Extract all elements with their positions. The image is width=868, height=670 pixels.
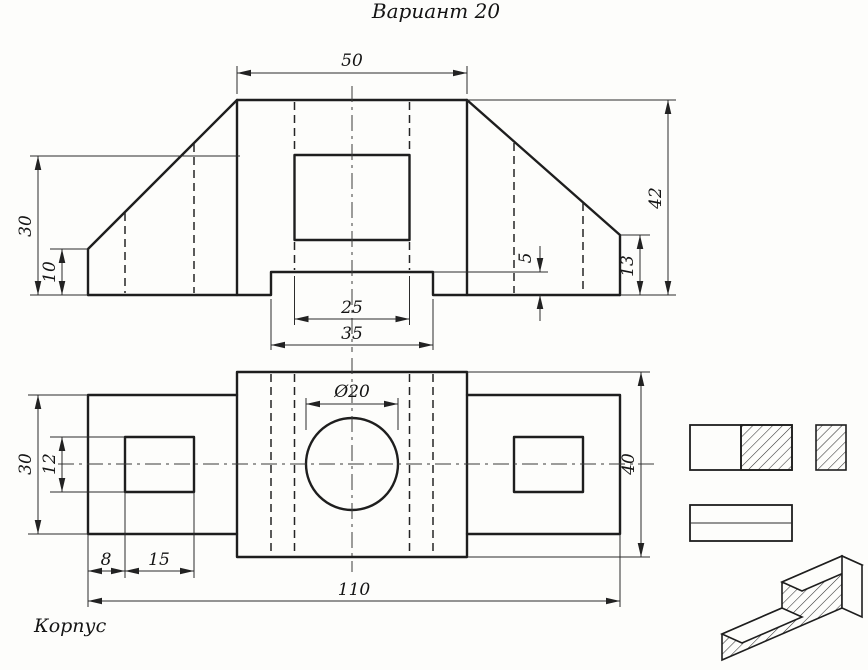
centerlines — [58, 86, 655, 572]
dim-label-notch-depth: 5 — [516, 253, 536, 264]
iso-top-lower-face — [720, 607, 804, 644]
dim-label-notch-inner: 25 — [340, 298, 363, 318]
dim-label-slot-width: 12 — [40, 453, 60, 475]
dim-label-hole-diameter: Ø20 — [333, 382, 370, 402]
dim-label-wing-width: 30 — [16, 453, 36, 475]
dimensions-plan: Ø20 30 12 8 15 110 40 — [16, 371, 650, 607]
isometric-sketch — [720, 554, 864, 662]
dim-label-notch-outer: 35 — [341, 324, 363, 344]
section-detail-c — [689, 504, 793, 542]
hidden-lines-plan — [270, 374, 434, 555]
dim-label-left-wall: 10 — [40, 261, 60, 283]
section-detail-a — [689, 424, 793, 471]
dim-label-center-width: 40 — [619, 453, 639, 476]
drawing-title: Вариант 20 — [371, 0, 500, 23]
dim-label-top-width: 50 — [341, 51, 363, 71]
dim-label-left-height: 30 — [16, 215, 36, 237]
section-detail-b — [815, 424, 847, 471]
part-caption: Корпус — [33, 615, 107, 637]
dimensions-front: 50 30 10 25 35 5 42 13 — [16, 51, 676, 350]
dim-label-total-height: 42 — [646, 187, 666, 210]
dim-label-slot-length: 15 — [148, 550, 170, 570]
dim-label-slot-offset: 8 — [101, 550, 112, 570]
hidden-lines-front — [124, 102, 584, 293]
iso-right-face — [841, 554, 863, 619]
dim-label-right-wall: 13 — [618, 255, 638, 277]
dim-label-total-length: 110 — [338, 580, 371, 600]
